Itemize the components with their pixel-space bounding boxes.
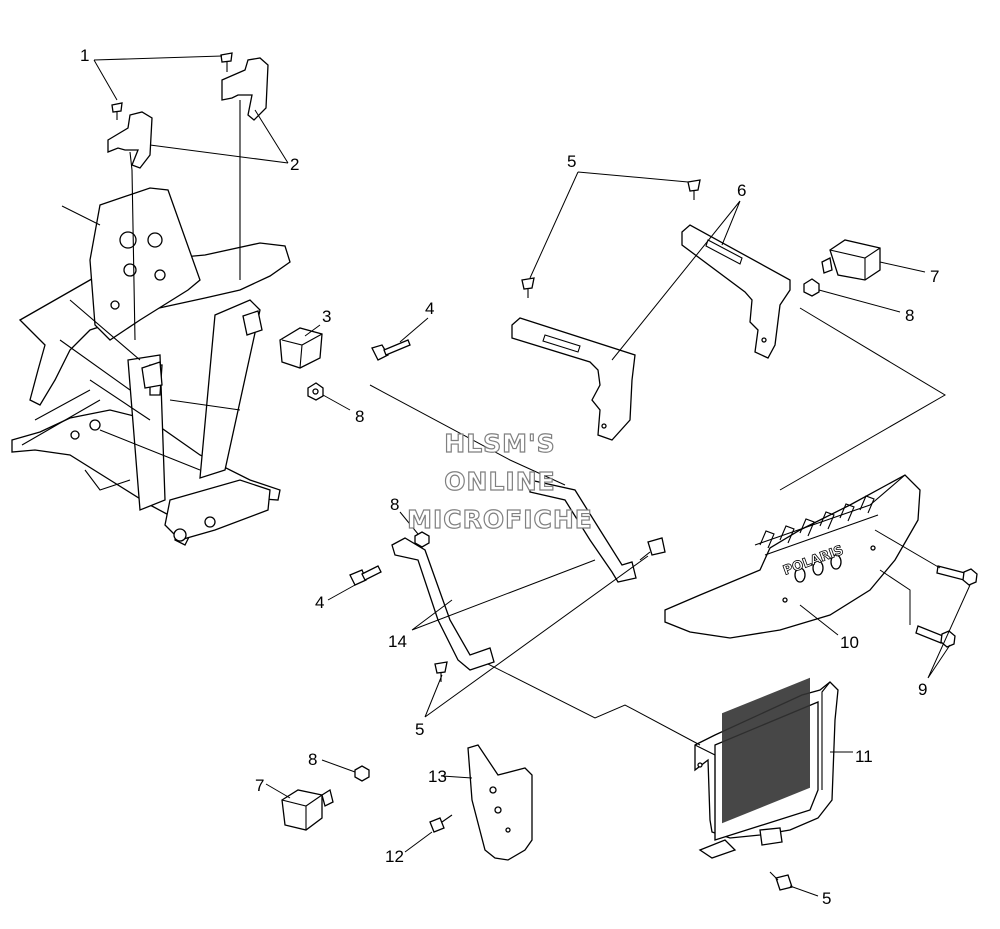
side-plate [467,744,533,861]
callout-5-middle: 5 [415,720,424,739]
nut-upper-left [307,382,324,401]
callout-13: 13 [428,767,447,786]
watermark-line-2: ONLINE [444,467,555,496]
callout-8-lower: 8 [308,750,317,769]
callout-3: 3 [322,307,331,326]
callout-4-lower: 4 [315,593,324,612]
callout-2: 2 [290,155,299,174]
bolt-bumper-upper [936,565,978,586]
light-module-lower [281,788,334,831]
callout-8-middle: 8 [390,495,399,514]
callout-1: 1 [80,46,89,65]
push-rivet-left [111,102,123,120]
rubber-block [279,327,323,369]
screw [429,814,453,833]
push-rivet-support-right [687,179,701,200]
callout-4-upper: 4 [425,299,434,318]
callout-6: 6 [737,181,746,200]
bolt-bumper-lower [915,625,956,648]
callout-9: 9 [918,680,927,699]
bolt-upper [371,339,411,361]
tube-bracket-left [391,537,495,671]
bolt-tube-right [639,537,666,561]
watermark-line-3: MICROFICHE [407,505,593,534]
push-rivet-right [220,52,233,72]
front-bumper: POLARIS [664,474,921,639]
callout-12: 12 [385,847,404,866]
push-rivet-grille [769,871,793,891]
callout-5-upper: 5 [567,152,576,171]
callout-8-upper-right: 8 [905,306,914,325]
callout-7-upper: 7 [930,267,939,286]
callout-8-upper-left: 8 [355,407,364,426]
nut-middle [414,531,430,548]
push-rivet-middle [434,661,448,682]
support-bracket-right [681,224,791,359]
frame-assembly [11,187,291,546]
bolt-lower [349,565,382,586]
nut-upper-right [803,278,820,297]
watermark-line-1: HLSM'S [444,429,555,458]
callout-14: 14 [388,632,407,651]
callout-11: 11 [855,747,873,766]
callout-10: 10 [840,633,859,652]
callout-5-lower: 5 [822,889,831,908]
push-rivet-support-left [521,277,535,298]
grille-screen [694,677,839,859]
support-bracket-left [511,317,636,441]
nut-lower [354,765,370,782]
light-module-upper [821,239,881,281]
tube-bracket-right [529,479,637,583]
bracket-left [107,111,153,341]
watermark: HLSM'S ONLINE MICROFICHE [407,428,593,534]
bracket-right [221,57,269,280]
callout-7-lower: 7 [255,776,264,795]
